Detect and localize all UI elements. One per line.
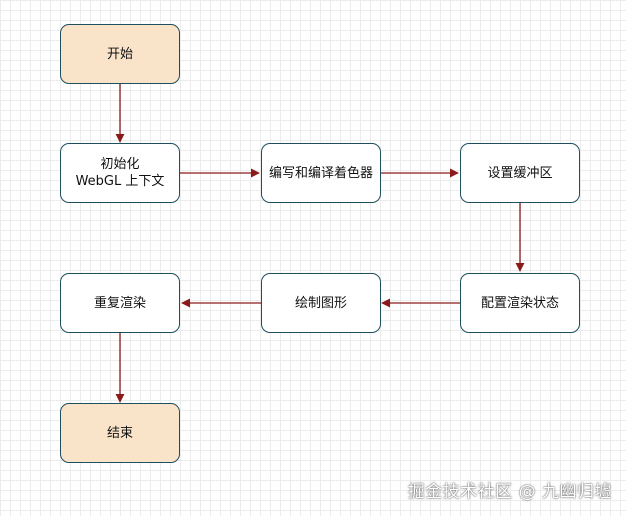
node-repeat-render[interactable]: 重复渲染 <box>60 273 180 333</box>
node-setup-buffers[interactable]: 设置缓冲区 <box>460 143 580 203</box>
node-configure-render-state[interactable]: 配置渲染状态 <box>460 273 580 333</box>
watermark-text: 掘金技术社区 @ 九幽归墟 <box>407 482 612 502</box>
node-start[interactable]: 开始 <box>60 24 180 84</box>
node-draw-shapes[interactable]: 绘制图形 <box>261 273 381 333</box>
node-init-webgl-context[interactable]: 初始化 WebGL 上下文 <box>60 143 180 203</box>
node-end[interactable]: 结束 <box>60 403 180 463</box>
node-compile-shaders[interactable]: 编写和编译着色器 <box>261 143 381 203</box>
